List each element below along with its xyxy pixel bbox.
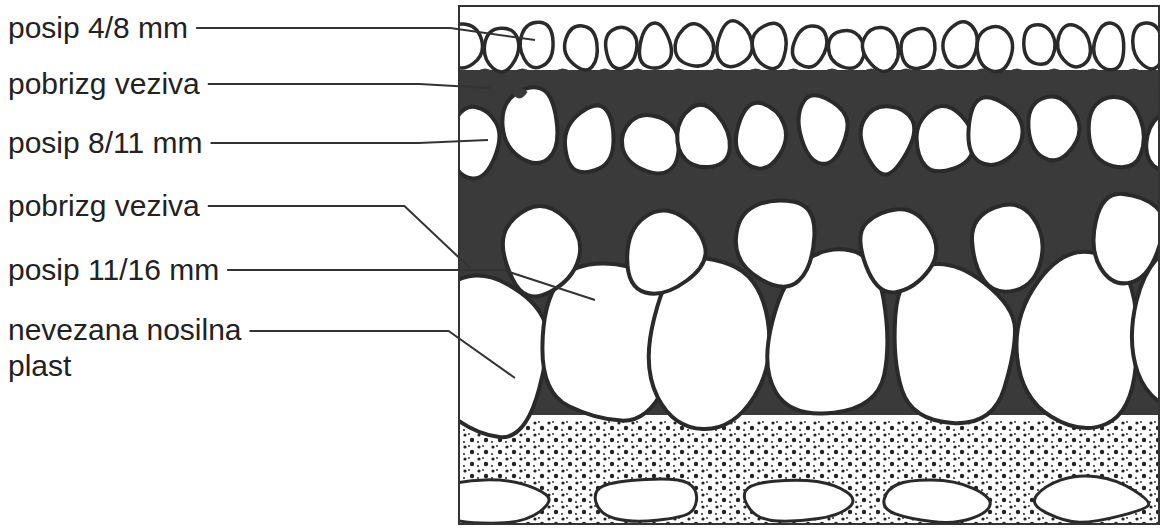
aggregate-stone xyxy=(1028,96,1079,160)
binder-spot xyxy=(740,88,756,98)
aggregate-stone xyxy=(752,23,786,68)
aggregate-stone xyxy=(502,87,557,163)
binder-spot xyxy=(746,69,764,78)
aggregate-stone xyxy=(736,200,815,286)
aggregate-stone xyxy=(972,205,1043,292)
aggregate-stone xyxy=(977,26,1012,71)
leader-line xyxy=(196,28,535,40)
binder-spot xyxy=(897,69,915,78)
aggregate-stone xyxy=(799,95,848,164)
aggregate-stone xyxy=(1146,107,1159,173)
aggregate-stone xyxy=(968,97,1022,165)
binder-spot xyxy=(670,69,688,78)
binder-spot xyxy=(784,69,802,78)
layer-label: nevezana nosilna plast xyxy=(8,312,258,384)
binder-spot xyxy=(1084,69,1102,78)
layer-label: pobrizg veziva xyxy=(8,66,200,102)
aggregate-stone xyxy=(1034,476,1148,522)
aggregate-stone xyxy=(1024,25,1055,65)
binder-spot xyxy=(1147,88,1159,98)
binder-spot xyxy=(513,69,531,78)
leader-line xyxy=(211,140,489,143)
binder-spot xyxy=(837,88,853,98)
aggregate-stone xyxy=(901,28,935,68)
aggregate-stone xyxy=(677,105,730,167)
binder-spot xyxy=(554,69,572,78)
aggregate-stone xyxy=(1093,194,1159,284)
aggregate-stone xyxy=(861,106,915,174)
aggregate-stone xyxy=(675,24,714,66)
layer-label: pobrizg veziva xyxy=(8,188,200,224)
binder-spot xyxy=(511,88,527,98)
aggregate-stone xyxy=(917,106,974,171)
binder-spot xyxy=(596,88,612,98)
aggregate-stone xyxy=(884,480,990,522)
aggregate-stone xyxy=(862,28,898,72)
aggregate-stone xyxy=(520,22,553,67)
binder-spot xyxy=(476,69,494,78)
aggregate-stone xyxy=(627,211,705,294)
aggregate-stone xyxy=(744,480,853,521)
aggregate-stone xyxy=(595,479,696,521)
leader-line xyxy=(208,206,470,268)
binder-spot xyxy=(628,69,646,78)
binder-spot xyxy=(709,69,727,78)
binder-spot xyxy=(862,69,880,78)
aggregate-stone xyxy=(860,209,936,292)
leader-line xyxy=(250,331,516,378)
binder-spot xyxy=(973,69,991,78)
binder-spot xyxy=(596,69,614,78)
binder-spot xyxy=(900,88,916,98)
binder-spot xyxy=(931,69,949,78)
aggregate-stone xyxy=(736,103,786,169)
binder-spot xyxy=(823,69,841,78)
binder-spot xyxy=(1045,69,1063,78)
aggregate-stone xyxy=(1057,25,1090,67)
layer-label: posip 8/11 mm xyxy=(8,125,203,161)
aggregate-stone xyxy=(717,21,752,67)
aggregate-stone xyxy=(1133,23,1159,69)
aggregate-stone xyxy=(565,26,598,70)
binder-spot xyxy=(992,88,1008,98)
aggregate-stone xyxy=(1089,97,1144,167)
aggregate-stone xyxy=(792,26,826,67)
aggregate-stone xyxy=(828,31,864,69)
binder-spot xyxy=(1125,69,1143,78)
aggregate-stone xyxy=(459,276,547,438)
layer-label: posip 4/8 mm xyxy=(8,10,188,46)
aggregate-stone xyxy=(565,105,614,172)
leader-line xyxy=(227,270,595,300)
aggregate-stone xyxy=(459,107,499,179)
aggregate-stone xyxy=(1094,23,1124,70)
layer-label: posip 11/16 mm xyxy=(8,252,219,288)
aggregate-stone xyxy=(639,23,671,68)
aggregate-stone xyxy=(606,27,637,68)
aggregate-stone xyxy=(943,22,977,67)
aggregate-stone xyxy=(459,480,549,523)
binder-spot xyxy=(1061,88,1077,98)
leader-line xyxy=(208,84,490,88)
aggregate-stone xyxy=(622,115,679,174)
binder-spot xyxy=(1008,69,1026,78)
binder-spot xyxy=(671,88,687,98)
